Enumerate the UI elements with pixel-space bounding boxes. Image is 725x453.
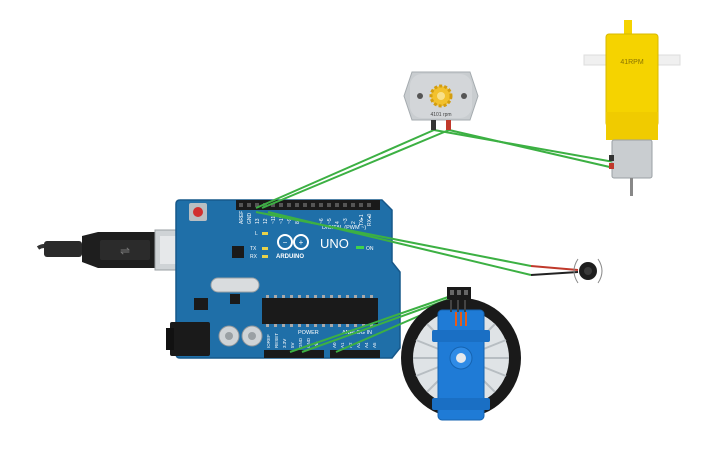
power-header[interactable] [264,350,324,358]
pin-label-0: RX◂0 [367,214,373,226]
digital-label: DIGITAL (PWM ~) [322,225,366,231]
pwr-label-vin: Vin [314,341,319,348]
pin-label-gnd: GND [247,213,253,225]
voltage-regulator [194,298,208,310]
crystal-oscillator [210,277,260,293]
chip-usb [232,246,244,258]
wires[interactable] [255,129,615,353]
pin-label-9: ~9 [287,218,293,224]
pwr-label-gnd1: GND [298,337,303,348]
pin-label-1: TX▸1 [359,214,365,226]
svg-text:−: − [283,238,288,247]
wire-dc-gear-1[interactable] [433,129,615,163]
svg-text:+: + [299,238,304,247]
power-label: POWER [298,330,319,336]
gear-motor[interactable]: 41RPM [583,20,681,196]
pwr-label-reset: RESET [274,333,279,348]
dc-motor-speed: 4101 rpm [430,112,451,118]
led-tx [262,247,268,250]
digital-header[interactable] [236,200,380,210]
dc-motor[interactable]: 4101 rpm [403,71,479,130]
board-brand: ARDUINO [276,254,304,260]
pin-label-12: 12 [263,218,269,224]
pin-label-6: ~6 [319,218,325,224]
gear-icon [429,84,453,108]
usb-icon: ⇌ [120,244,130,258]
arduino-logo: − + [277,234,309,250]
wire-13-dc-motor[interactable] [261,129,450,209]
led-tx-label: TX [250,246,257,252]
pin-label-8: 8 [295,221,301,224]
board-model: UNO [320,236,349,251]
analog-label-a5: A5 [372,342,377,348]
wire-gnd-dc-motor[interactable] [255,129,435,209]
pin-label-4: 4 [335,221,341,224]
vibration-wave-icon [597,258,603,284]
pin-label-2: 2 [351,221,357,224]
pin-label-5: ~5 [327,218,333,224]
led-rx [262,255,268,258]
power-jack[interactable] [170,322,210,356]
led-rx-label: RX [250,254,258,260]
pwr-label-gnd2: GND [306,337,311,348]
wire-12-vibration[interactable] [267,211,532,276]
pin-label-3: ~3 [343,218,349,224]
wire-5v-servo[interactable] [289,295,452,353]
analog-label-a0: A0 [332,342,337,348]
analog-label-a3: A3 [356,342,361,348]
led-on-label: ON [366,246,374,252]
pwr-label-ioref: IOREF [266,334,271,348]
pin-label-13: 13 [255,218,261,224]
analog-label-a4: A4 [364,342,369,348]
servo-wheel[interactable] [401,287,521,421]
analog-header[interactable] [330,350,380,358]
chip-small [230,294,240,304]
led-l [262,232,268,235]
wire-gnd-servo[interactable] [301,295,459,353]
pin-label-aref: AREF [239,211,245,224]
arduino-uno-board[interactable]: AREF GND 13 12 ~11 ~10 ~9 8 7 ~6 ~5 4 ~3… [166,199,401,359]
pin-label-11: ~11 [271,216,277,224]
led-on [356,246,364,249]
pwr-label-3v3: 3.3V [282,339,287,348]
analog-label-a1: A1 [340,342,345,348]
vibration-motor[interactable] [530,258,603,284]
led-l-label: L [255,231,258,237]
pin-label-10: ~10 [279,215,285,224]
gear-motor-speed: 41RPM [620,59,644,66]
atmega-chip [262,298,378,324]
wire-dc-gear-2[interactable] [448,129,615,169]
pwr-label-5v: 5V [290,342,295,348]
